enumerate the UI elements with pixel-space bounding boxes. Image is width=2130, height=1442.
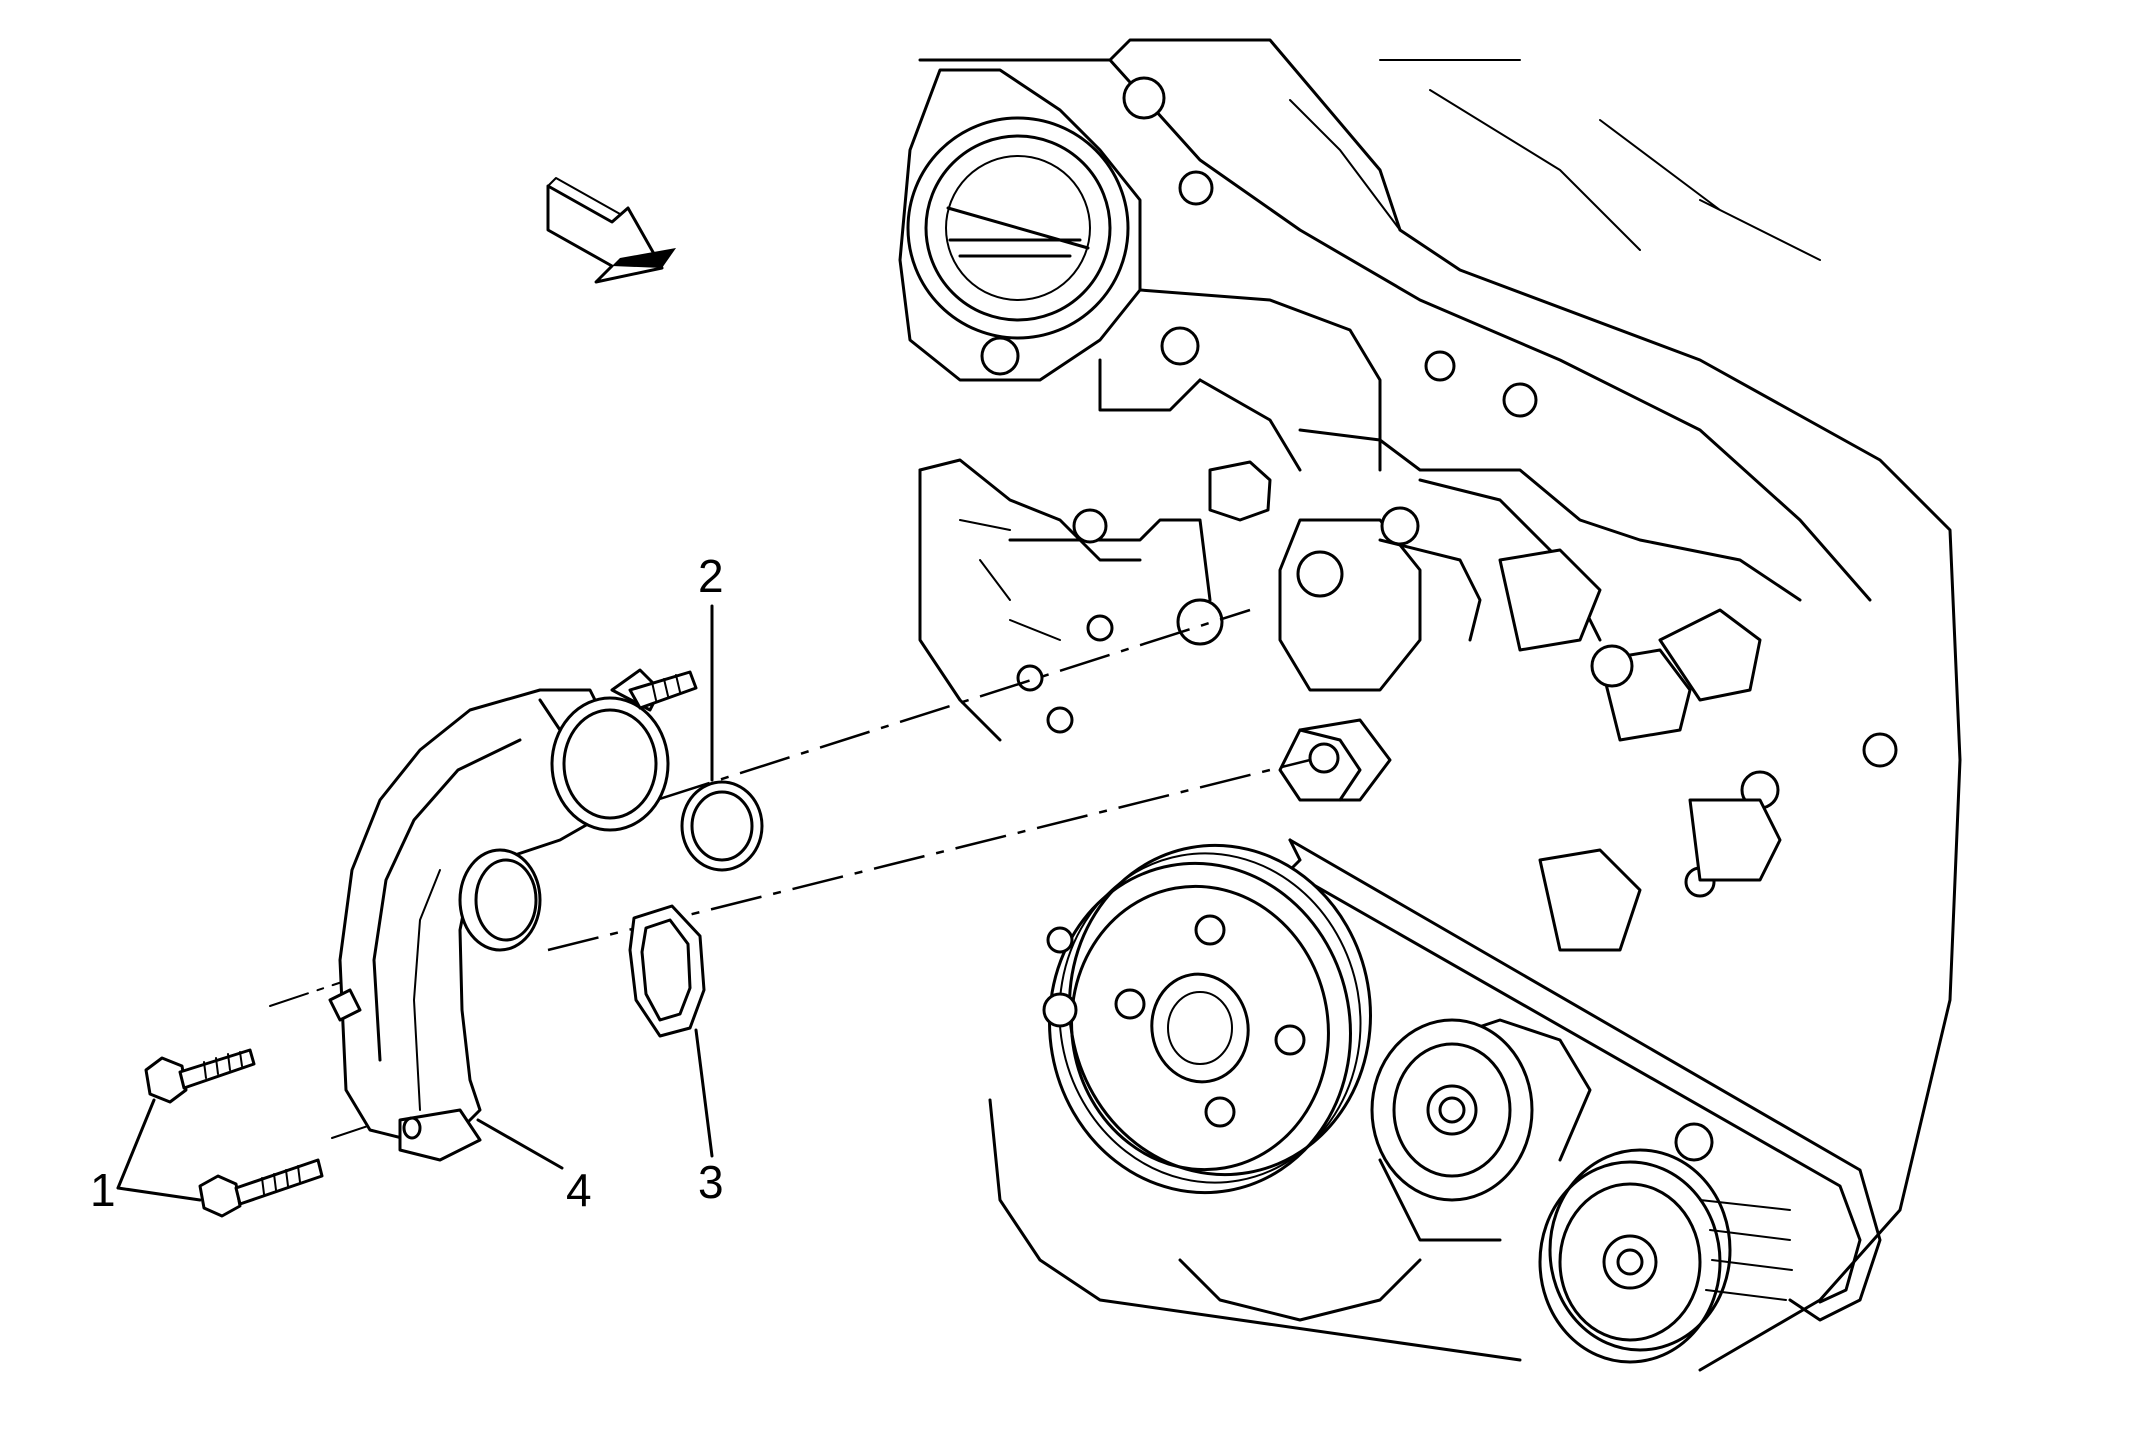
throttle-body: [898, 68, 1214, 412]
callout-1: 1: [90, 1164, 116, 1216]
bolt-upper: [144, 1048, 256, 1104]
engine-assembly: [898, 38, 1962, 1372]
callout-4: 4: [566, 1164, 592, 1216]
water-outlet-mounting-stud: [1208, 460, 1392, 802]
gasket: [628, 904, 706, 1038]
bolt-lower: [198, 1158, 324, 1218]
callout-3: 3: [698, 1156, 724, 1208]
belt-tensioner: [1370, 1018, 1592, 1242]
callout-2: 2: [698, 550, 724, 602]
o-ring-seal: [680, 780, 764, 872]
water-pump-pulley: [1048, 843, 1372, 1195]
idler-pulley: [1538, 1122, 1793, 1364]
callout-leaders: [116, 604, 714, 1202]
view-direction-arrow-icon: [546, 177, 676, 284]
water-outlet-pipe: [328, 668, 698, 1162]
